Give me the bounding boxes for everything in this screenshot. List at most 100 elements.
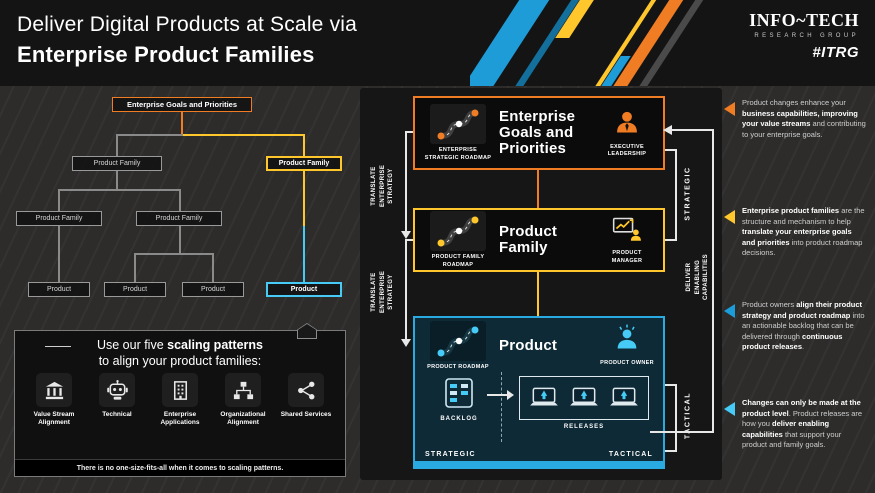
callout-text: Product changes enhance your: [742, 98, 846, 107]
translate-arrow-stub: [405, 131, 413, 133]
roadmap-label: PRODUCT ROADMAP: [427, 363, 489, 370]
translate-arrowhead-down: [401, 231, 411, 239]
release-laptop-rocket-icon: [570, 387, 598, 406]
callout-product-owners: Product owners align their product strat…: [742, 300, 866, 392]
scaling-patterns-panel: Use our five scaling patterns to align y…: [14, 323, 346, 477]
enterprise-strategic-roadmap-icon: [430, 104, 486, 145]
tree-connector-line: [303, 171, 305, 226]
tree-connector-line: [116, 134, 118, 157]
backlog-releases-zone: BACKLOG RELEASES: [415, 372, 663, 442]
header-stripes-decoration: [470, 0, 760, 86]
callout-text: into an actionable backlog that can be d…: [742, 310, 865, 341]
tree-connector-line: [181, 112, 183, 135]
tree-connector-line: [183, 134, 305, 136]
tree-node-product-family: Product Family: [72, 156, 162, 171]
pattern-label: Enterprise Applications: [160, 411, 200, 427]
tree-connector-line: [134, 253, 214, 255]
translate-arrowhead-down: [401, 339, 411, 347]
product-roadmap-column: PRODUCT ROADMAP: [421, 320, 495, 371]
callout-text: .: [802, 342, 805, 351]
callout-text: and contributing to your enterprise goal…: [742, 119, 866, 139]
releases-label: RELEASES: [563, 424, 605, 430]
tree-node-product-highlighted: Product: [266, 282, 342, 297]
enterprise-roadmap-column: ENTERPRISE STRATEGIC ROADMAP: [421, 104, 495, 161]
pattern-technical: Technical: [88, 373, 146, 427]
patterns-title-bold: scaling patterns: [167, 338, 264, 352]
tree-node-product: Product: [104, 282, 166, 297]
tree-connector-line: [303, 226, 305, 282]
share-icon: [288, 373, 324, 407]
robot-icon: [99, 373, 135, 407]
strategic-bracket-line: [675, 149, 677, 241]
patterns-title-line2: to align your product families:: [98, 353, 262, 368]
callout-product-families: Enterprise product families are the stru…: [742, 206, 866, 298]
tactical-bracket-line: [665, 450, 677, 452]
tree-node-enterprise-goals: Enterprise Goals and Priorities: [112, 97, 252, 112]
building-icon: [162, 373, 198, 407]
translate-arrow-stub: [405, 239, 413, 241]
strategic-bottom-label: STRATEGIC: [425, 451, 476, 458]
tree-connector-line: [117, 134, 183, 136]
tree-node-product: Product: [28, 282, 90, 297]
roadmap-label: PRODUCT FAMILY ROADMAP: [431, 254, 485, 268]
product-owner-column: PRODUCT OWNER: [597, 324, 657, 367]
pattern-label: Shared Services: [280, 411, 332, 418]
tactical-bottom-label: TACTICAL: [608, 451, 653, 458]
orgchart-icon: [225, 373, 261, 407]
product-row: PRODUCT ROADMAP Product PRODUCT OWNER: [415, 318, 663, 374]
backlog-to-releases-arrow: [487, 390, 514, 400]
callout-arrow-yellow: [724, 210, 735, 224]
pattern-value-stream: Value Stream Alignment: [25, 373, 83, 427]
patterns-footer-note: There is no one-size-fits-all when it co…: [15, 459, 345, 476]
logo-subtitle: RESEARCH GROUP: [754, 33, 859, 39]
callout-text: that support your product and family goa…: [742, 429, 842, 450]
patterns-title: Use our five scaling patterns to align y…: [15, 338, 345, 369]
tree-connector-line: [58, 189, 181, 191]
logo-itrg-tag: #ITRG: [812, 44, 859, 61]
roof-icon: [297, 323, 317, 339]
page-title-line1: Deliver Digital Products at Scale via: [17, 13, 358, 36]
tree-connector-line: [58, 226, 60, 282]
page-title-line2: Enterprise Product Families: [17, 42, 315, 67]
tactical-bracket-line: [665, 384, 677, 386]
tree-connector-line: [134, 253, 136, 282]
pattern-organizational: Organizational Alignment: [214, 373, 272, 427]
tactical-bracket-line: [675, 384, 677, 452]
tree-node-product-family: Product Family: [16, 211, 102, 226]
release-laptop-rocket-icon: [610, 387, 638, 406]
role-label: PRODUCT MANAGER: [611, 250, 643, 264]
callout-text-bold: align their product strategy and product…: [742, 300, 863, 320]
pattern-enterprise-apps: Enterprise Applications: [151, 373, 209, 427]
row-title: Product: [499, 336, 558, 354]
patterns-tiles: Value Stream Alignment Technical Enterpr…: [25, 373, 335, 427]
callout-text-bold: deliver enabling capabilities: [742, 419, 830, 439]
deliver-arrow-vertical-line: [712, 130, 714, 433]
translate-arrow-line: [405, 131, 407, 231]
pattern-label: Technical: [102, 411, 132, 418]
strategic-bracket-line: [665, 239, 677, 241]
header-bar: Deliver Digital Products at Scale via En…: [0, 0, 875, 86]
callout-text-bold: Enterprise product families: [742, 206, 840, 215]
deliver-arrow-top-line: [671, 129, 714, 131]
product-roadmap-icon: [430, 320, 486, 361]
executive-leadership-column: EXECUTIVE LEADERSHIP: [597, 108, 657, 158]
logo-wordmark: INFO~TECH: [749, 10, 859, 30]
backlog-icon: [445, 378, 473, 413]
strategic-tactical-footer: STRATEGIC TACTICAL: [425, 451, 653, 458]
product-manager-icon: [612, 215, 642, 247]
callout-arrow-orange: [724, 102, 735, 116]
patterns-title-pre: Use our five: [96, 338, 168, 352]
deliver-arrow-bottom-line: [650, 431, 714, 433]
tree-connector-line: [179, 226, 181, 255]
tree-connector-line: [179, 189, 181, 211]
callout-arrow-cyan: [724, 402, 735, 416]
roof-icon-inner: [298, 324, 316, 338]
callout-arrow-blue: [724, 304, 735, 318]
deliver-enabling-capabilities-label: DELIVER ENABLING CAPABILITIES: [685, 254, 710, 301]
product-owner-icon: [613, 324, 641, 357]
role-label: EXECUTIVE LEADERSHIP: [607, 143, 647, 157]
deliver-arrowhead-left: [663, 125, 672, 135]
callout-product-level-changes: Changes can only be made at the product …: [742, 398, 866, 482]
pattern-label: Organizational Alignment: [220, 411, 266, 427]
tree-connector-line: [303, 134, 305, 157]
